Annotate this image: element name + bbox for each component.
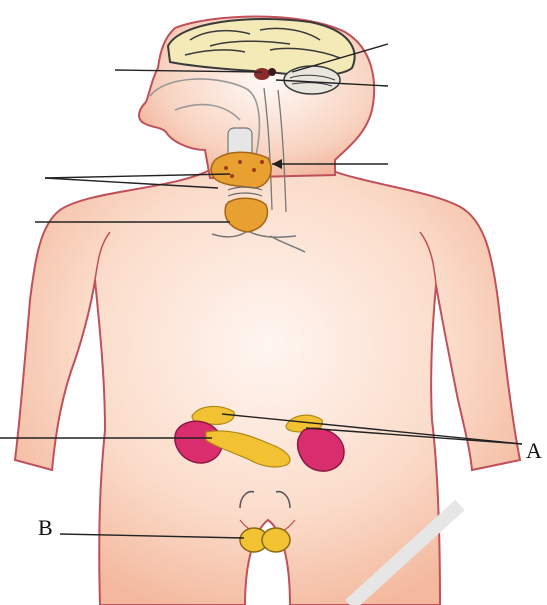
label-a: A [526, 440, 542, 462]
thyroid-icon [211, 152, 271, 188]
label-b: B [38, 517, 53, 539]
